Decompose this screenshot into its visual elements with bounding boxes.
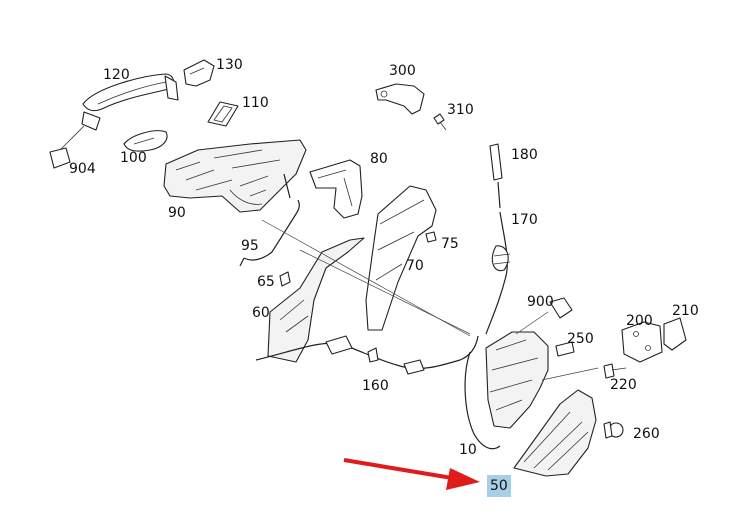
label-130: 130: [216, 57, 243, 73]
label-10: 10: [459, 442, 477, 458]
label-300: 300: [389, 63, 416, 79]
part-60-bracket: [267, 237, 365, 363]
label-65: 65: [257, 274, 275, 290]
label-160: 160: [362, 378, 389, 394]
label-75: 75: [441, 236, 459, 252]
label-904: 904: [69, 161, 96, 177]
label-310: 310: [447, 102, 474, 118]
label-260: 260: [633, 426, 660, 442]
part-65-clip: [279, 271, 291, 287]
label-900: 900: [527, 294, 554, 310]
part-120-door-handle: [49, 73, 179, 169]
label-70: 70: [406, 258, 424, 274]
label-100: 100: [120, 150, 147, 166]
part-260-bolt: [603, 421, 624, 439]
part-50-bracket: [513, 389, 597, 477]
leader-lines: [261, 219, 599, 381]
label-60: 60: [252, 305, 270, 321]
part-160-cable: [255, 335, 479, 375]
part-250-screw: [555, 341, 575, 357]
part-210-plate: [663, 317, 687, 351]
label-250: 250: [567, 331, 594, 347]
label-200: 200: [626, 313, 653, 329]
label-170: 170: [511, 212, 538, 228]
part-220-screw: [603, 363, 627, 379]
red-arrow: [343, 458, 480, 490]
part-170-rod: [485, 181, 511, 335]
part-90-handle-carrier: [163, 139, 307, 213]
label-110: 110: [242, 95, 269, 111]
label-95: 95: [241, 238, 259, 254]
label-50-highlighted[interactable]: 50: [487, 475, 511, 497]
part-110-gasket: [207, 101, 239, 127]
part-130-clip: [183, 59, 215, 87]
part-180-knob: [489, 143, 503, 181]
part-310-screw: [433, 113, 447, 131]
part-900-connector: [549, 297, 573, 319]
part-80-bracket: [309, 159, 363, 219]
label-120: 120: [103, 67, 130, 83]
part-70-panel: [365, 185, 437, 331]
label-220: 220: [610, 377, 637, 393]
part-95-rod: [239, 199, 300, 267]
part-300-bracket: [375, 83, 425, 115]
label-180: 180: [511, 147, 538, 163]
label-90: 90: [168, 205, 186, 221]
part-75-pin: [425, 231, 437, 243]
part-10-door-lock: [464, 331, 549, 450]
part-100-cover: [123, 130, 168, 152]
label-210: 210: [672, 303, 699, 319]
part-200-striker: [621, 321, 663, 363]
label-80: 80: [370, 151, 388, 167]
